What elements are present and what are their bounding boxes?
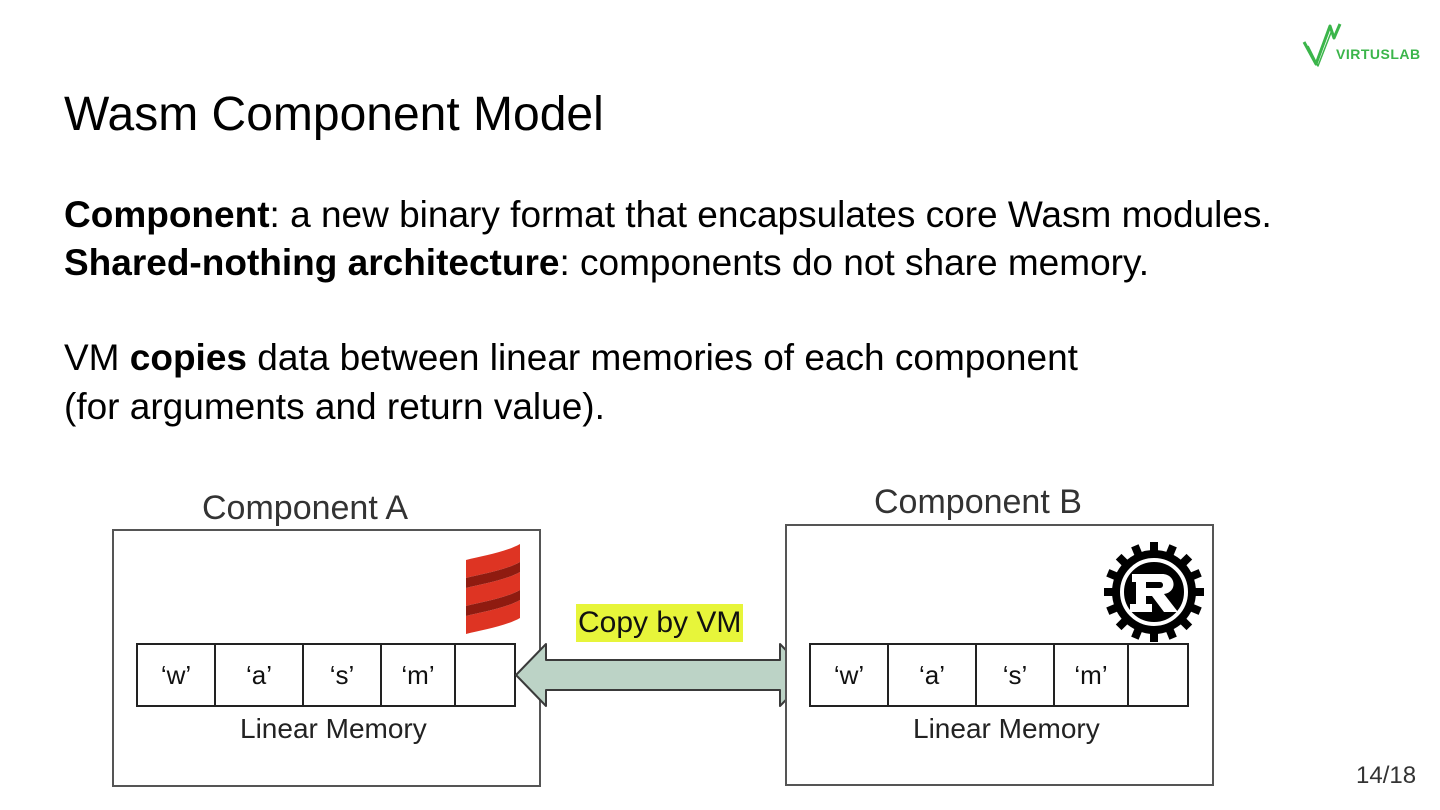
vm-copies-text: data between linear memories of each com… <box>247 337 1078 378</box>
memory-cell: ‘s’ <box>977 645 1055 705</box>
term-shared-nothing: Shared-nothing architecture <box>64 242 560 283</box>
virtuslab-logo-icon <box>1302 23 1342 67</box>
vm-copies-line: VM copies data between linear memories o… <box>64 334 1078 382</box>
definition-shared-nothing: Shared-nothing architecture: components … <box>64 239 1149 287</box>
slide-title: Wasm Component Model <box>64 88 604 141</box>
page-number: 14/18 <box>1356 762 1417 789</box>
component-b-label: Component B <box>874 483 1082 521</box>
definition-component-text: : a new binary format that encapsulates … <box>269 194 1272 235</box>
term-component: Component <box>64 194 270 235</box>
rust-logo-icon <box>1104 542 1204 642</box>
memory-cell-empty <box>456 645 514 705</box>
double-arrow-icon <box>515 643 811 707</box>
memory-cell-empty <box>1129 645 1187 705</box>
memory-cell: ‘s’ <box>304 645 382 705</box>
component-b-memory-label: Linear Memory <box>913 713 1100 744</box>
memory-cell: ‘m’ <box>1055 645 1129 705</box>
component-a-memory-label: Linear Memory <box>240 713 427 744</box>
component-a-linear-memory: ‘w’ ‘a’ ‘s’ ‘m’ <box>136 643 516 707</box>
memory-cell: ‘w’ <box>811 645 889 705</box>
component-a-label: Component A <box>202 489 409 527</box>
term-copies: copies <box>129 337 247 378</box>
copy-by-vm-label: Copy by VM <box>576 604 744 642</box>
vm-copies-line-2: (for arguments and return value). <box>64 386 605 427</box>
vm-copies-prefix: VM <box>64 337 130 378</box>
memory-cell: ‘a’ <box>216 645 304 705</box>
scala-logo-icon <box>466 544 520 634</box>
memory-cell: ‘a’ <box>889 645 977 705</box>
memory-cell: ‘w’ <box>138 645 216 705</box>
definition-shared-nothing-text: : components do not share memory. <box>559 242 1149 283</box>
memory-cell: ‘m’ <box>382 645 456 705</box>
component-b-linear-memory: ‘w’ ‘a’ ‘s’ ‘m’ <box>809 643 1189 707</box>
logo-text: VIRTUSLAB <box>1336 46 1421 62</box>
definition-component: Component: a new binary format that enca… <box>64 191 1272 239</box>
